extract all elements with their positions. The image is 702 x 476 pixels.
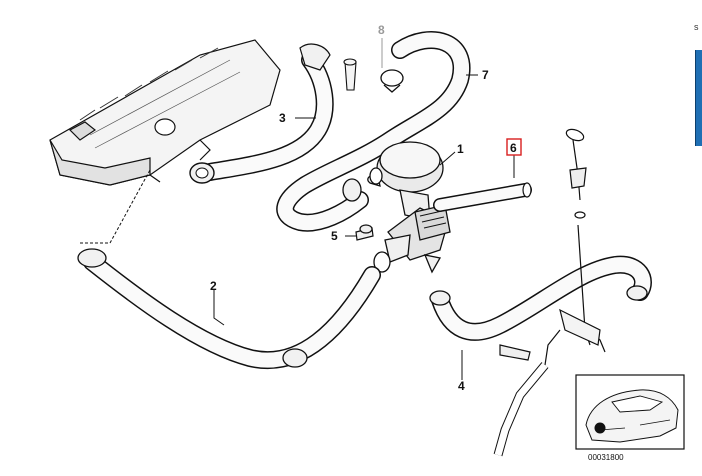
part-number-1: 1 — [457, 142, 464, 156]
vent-nipple — [343, 58, 357, 91]
part-number-5: 5 — [331, 229, 338, 243]
part-number-4: 4 — [458, 379, 465, 393]
screw-part-5 — [355, 224, 374, 241]
valve-cover — [49, 39, 281, 186]
side-panel-text: s — [694, 22, 699, 32]
hose-part-3 — [189, 43, 334, 184]
part-number-7: 7 — [482, 68, 489, 82]
highlight-box-part-6 — [506, 138, 522, 156]
vehicle-inset — [575, 374, 685, 450]
part-number-2: 2 — [210, 279, 217, 293]
hose-part-7 — [276, 31, 471, 232]
dipstick-assembly — [493, 128, 606, 457]
clamp-part-8 — [380, 69, 404, 93]
hose-part-2 — [77, 248, 381, 370]
leader-lines — [80, 38, 515, 380]
hose-part-4 — [429, 255, 652, 341]
vehicle-inset-code: 00031800 — [588, 453, 624, 462]
part-number-6: 6 — [510, 141, 517, 155]
tube-part-6 — [433, 182, 532, 212]
part-number-3: 3 — [279, 111, 286, 125]
valve-outlet — [373, 234, 411, 273]
part-number-8: 8 — [378, 23, 385, 37]
side-panel-accent[interactable] — [695, 50, 702, 146]
